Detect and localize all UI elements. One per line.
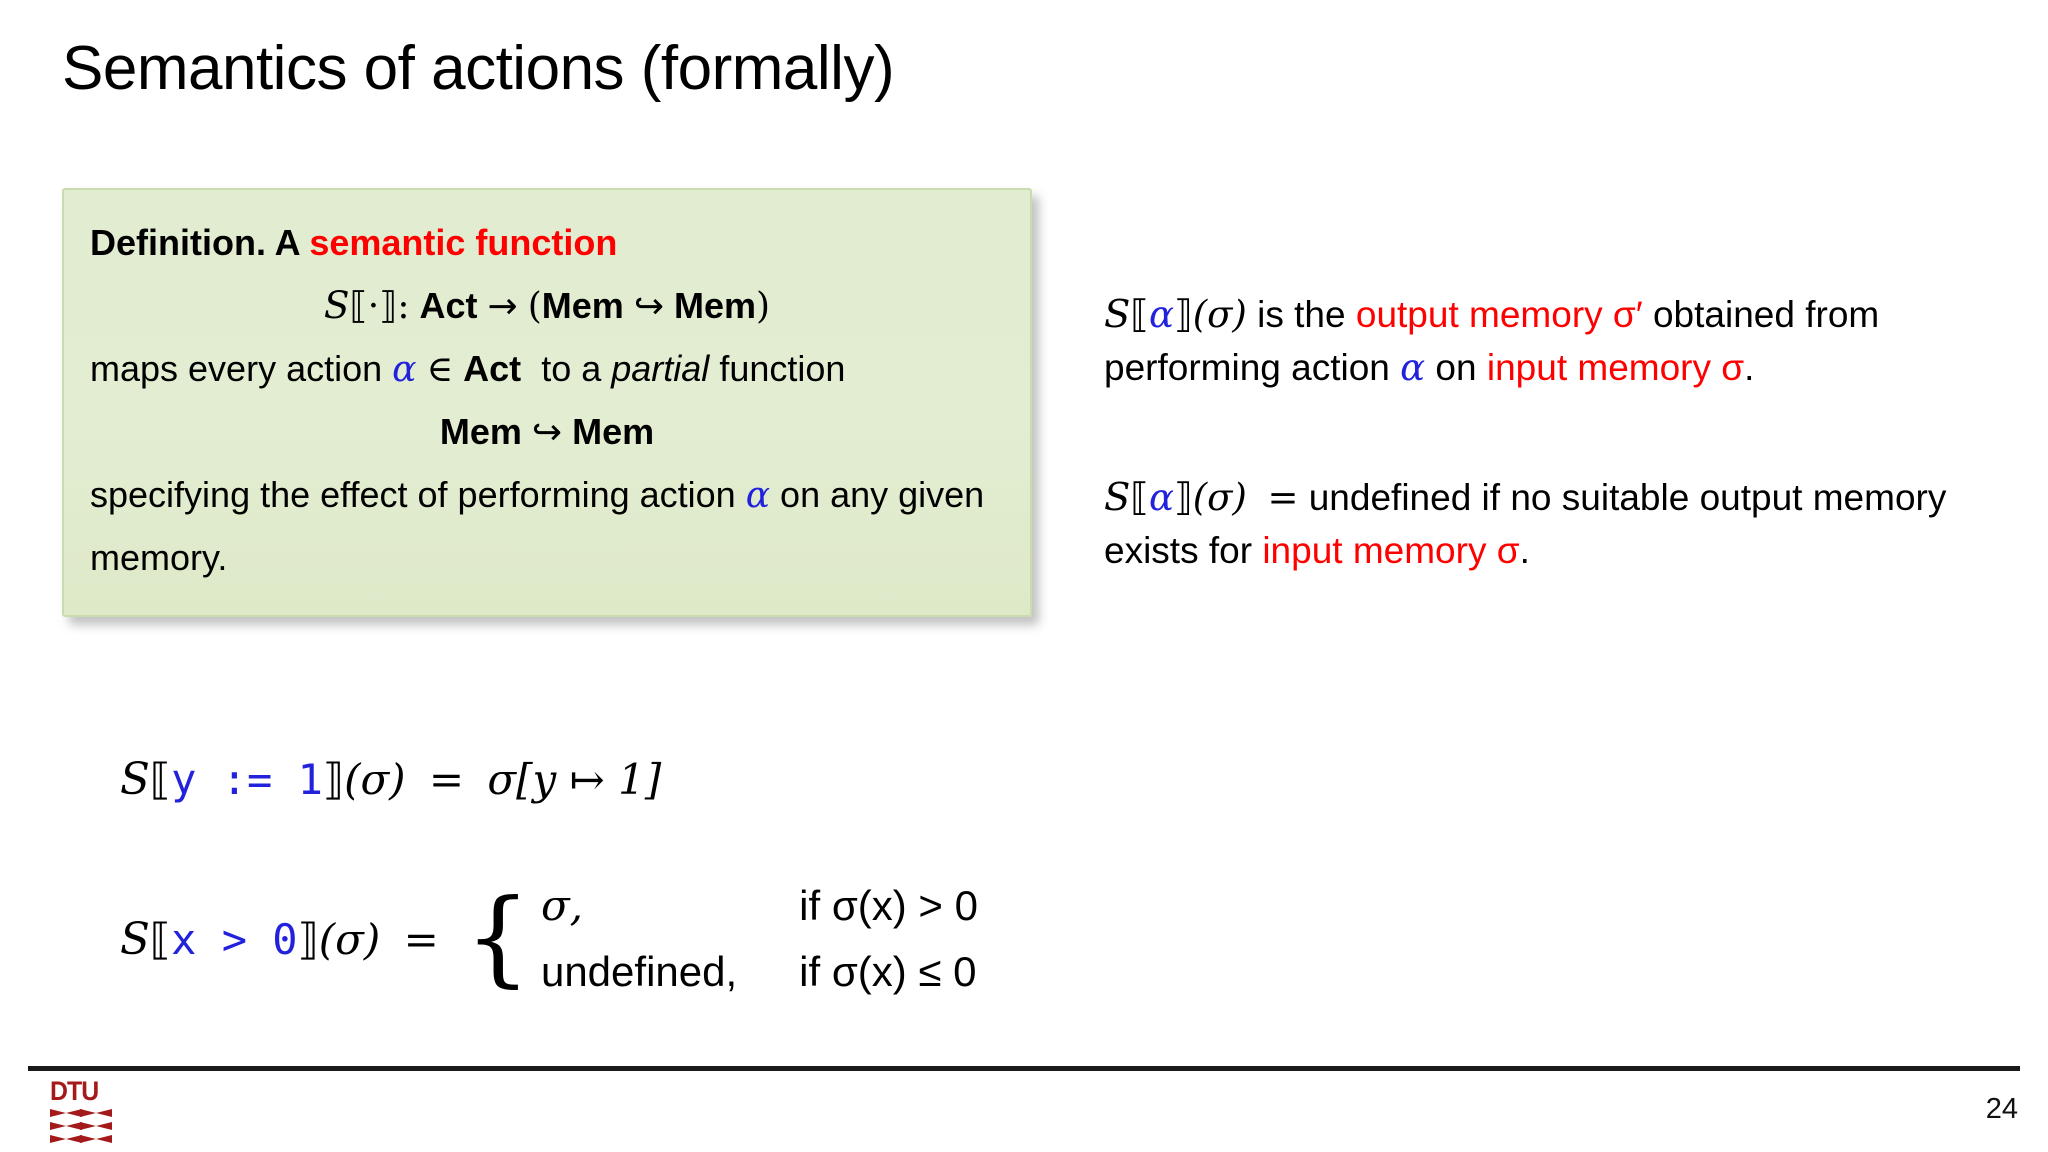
signature-open-paren: ( [527, 286, 542, 327]
open-double-bracket-icon: ⟦ [349, 284, 368, 327]
signature-close-paren: ) [756, 286, 771, 327]
dtu-logo-text: DTU [50, 1076, 99, 1106]
close-double-bracket-icon: ⟧ [379, 284, 398, 327]
dtu-bar-3 [50, 1135, 112, 1144]
equation-guard: S⟦x > 0⟧(σ) = { σ, if σ(x) > 0 undefined… [120, 880, 978, 998]
memmem-left: Mem [439, 411, 522, 452]
explanation-paragraph-undefined: S⟦α⟧(σ) = undefined if no suitable outpu… [1104, 471, 2014, 577]
definition-maps-line: maps every action α ∈ Act to a partial f… [90, 338, 1004, 401]
action-code-guard: x > 0 [171, 915, 298, 964]
signature-mem-left: Mem [541, 285, 624, 326]
equation-assignment: S⟦y := 1⟧(σ) = σ[y ↦ 1] [120, 752, 661, 808]
signature-domain-act: Act [419, 285, 478, 326]
specifying-pre-text: specifying the effect of performing acti… [90, 474, 736, 515]
footer-divider [28, 1066, 2020, 1071]
p1-text-4: . [1744, 347, 1755, 388]
case-value-2: undefined, [540, 948, 738, 995]
definition-heading-accent: semantic function [309, 222, 618, 263]
hook-right-arrow-icon: ↪ [531, 412, 563, 453]
sigma-argument: (σ) [1192, 476, 1247, 519]
maps-post-italic: partial [611, 348, 710, 389]
script-s-symbol: S [323, 283, 350, 327]
definition-heading-plain: Definition. A [90, 222, 310, 263]
maps-act-label: Act [463, 348, 522, 389]
right-arrow-icon: → [487, 286, 518, 327]
equals-sign: = [428, 755, 465, 804]
sigma-argument: (σ) [344, 755, 406, 804]
p1-accent-output-memory: output memory σ′ [1355, 294, 1643, 335]
alpha-symbol: α [1400, 346, 1426, 389]
open-double-bracket-icon: ⟦ [149, 755, 172, 805]
definition-specifying-line: specifying the effect of performing acti… [90, 464, 1004, 589]
equation-result-memory-update: σ[y ↦ 1] [487, 755, 662, 804]
explanation-paragraph-output-memory: S⟦α⟧(σ) is the output memory σ′ obtained… [1104, 288, 2014, 394]
p1-text-2: obtained from performing action [1104, 294, 1880, 388]
explanation-column: S⟦α⟧(σ) is the output memory σ′ obtained… [1104, 288, 2014, 577]
sigma-argument: (σ) [318, 915, 381, 964]
signature-mem-right: Mem [674, 285, 757, 326]
equals-sign: = [1267, 476, 1299, 519]
maps-pre-text: maps every action [90, 348, 383, 389]
p2-text-1: undefined if no suitable output memory e… [1104, 477, 1947, 571]
definition-box: Definition. A semantic function S⟦·⟧: Ac… [62, 188, 1032, 617]
maps-post-plain: to a [541, 348, 602, 389]
p2-accent-input-memory: input memory σ [1262, 530, 1520, 571]
alpha-symbol: α [1149, 293, 1175, 336]
close-double-bracket-icon: ⟧ [1174, 292, 1193, 336]
open-double-bracket-icon: ⟦ [149, 915, 172, 965]
p1-text-3: on [1425, 347, 1487, 388]
script-s-symbol: S [1104, 475, 1131, 520]
signature-colon: : [397, 286, 410, 327]
open-double-bracket-icon: ⟦ [1130, 475, 1150, 519]
definition-box-wrapper: Definition. A semantic function S⟦·⟧: Ac… [62, 188, 1032, 617]
close-double-bracket-icon: ⟧ [322, 755, 345, 805]
semantic-function-signature: S⟦·⟧: Act → (Mem ↪ Mem) [90, 274, 1004, 338]
close-double-bracket-icon: ⟧ [1174, 475, 1193, 519]
p1-text-1: is the [1246, 294, 1356, 335]
definition-heading: Definition. A semantic function [90, 212, 1004, 274]
action-code-assignment: y := 1 [171, 755, 323, 804]
center-dot-icon: · [367, 286, 380, 327]
equals-sign: = [403, 915, 439, 964]
cases-grid: σ, if σ(x) > 0 undefined, if σ(x) ≤ 0 [541, 880, 978, 998]
definition-memmem-line: Mem ↪ Mem [90, 401, 1004, 464]
specifying-post-text: on any given memory. [90, 474, 985, 578]
hook-right-arrow-icon: ↪ [633, 286, 664, 327]
page-title: Semantics of actions (formally) [62, 34, 895, 103]
dtu-bar-2 [50, 1122, 112, 1131]
page-number: 24 [1985, 1093, 2018, 1125]
memmem-right: Mem [572, 411, 655, 452]
equation-guard-lhs: S⟦x > 0⟧(σ) = [120, 910, 439, 968]
dtu-bar-1 [50, 1109, 112, 1118]
element-of-icon: ∈ [426, 349, 454, 390]
p1-accent-input-memory: input memory σ [1486, 347, 1745, 388]
sigma-argument: (σ) [1192, 293, 1247, 336]
case-condition-2: if σ(x) ≤ 0 [799, 948, 977, 995]
alpha-symbol: α [392, 349, 417, 390]
p2-text-2: . [1519, 530, 1530, 571]
alpha-symbol: α [1149, 476, 1175, 519]
case-value-1: σ, [540, 881, 583, 930]
script-s-symbol: S [1104, 292, 1131, 337]
close-double-bracket-icon: ⟧ [297, 915, 319, 965]
left-curly-brace-icon: { [464, 876, 531, 998]
script-s-symbol: S [120, 754, 150, 805]
maps-post-tail: function [719, 348, 846, 389]
alpha-symbol: α [745, 475, 771, 516]
dtu-logo: DTU [50, 1078, 130, 1148]
case-condition-1: if σ(x) > 0 [799, 882, 978, 929]
script-s-symbol: S [120, 914, 150, 965]
dtu-logo-marks-icon [50, 1109, 130, 1144]
open-double-bracket-icon: ⟦ [1130, 292, 1150, 336]
